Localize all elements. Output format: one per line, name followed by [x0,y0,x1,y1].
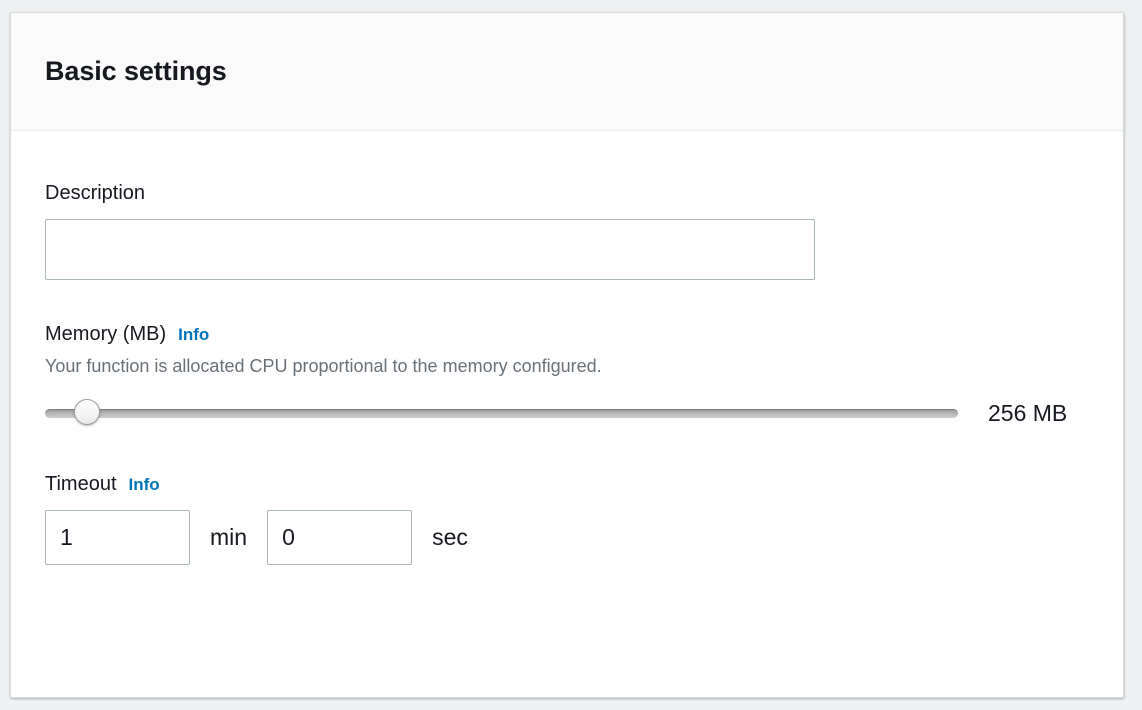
memory-help-text: Your function is allocated CPU proportio… [45,356,602,376]
timeout-label: Timeout Info [45,472,1089,497]
panel-body: Description Memory (MB) Info Your functi… [11,131,1123,566]
timeout-minutes-unit: min [210,524,248,551]
page-title: Basic settings [45,56,227,87]
timeout-info-link[interactable]: Info [128,475,160,495]
description-input[interactable] [45,219,815,280]
memory-slider-row: 256 MB [45,398,1089,428]
timeout-label-text: Timeout [45,473,117,496]
description-label-text: Description [45,182,146,204]
timeout-field-group: Timeout Info min sec [45,472,1089,566]
slider-track[interactable] [45,409,958,419]
memory-label: Memory (MB) Info [45,322,1089,347]
timeout-inputs-row: min sec [45,510,1089,566]
memory-value-label: 256 MB [988,399,1068,426]
memory-label-text: Memory (MB) [45,323,167,345]
timeout-seconds-input[interactable] [267,510,413,566]
timeout-seconds-unit: sec [432,524,468,551]
description-field-group: Description [45,181,1089,280]
memory-slider[interactable] [45,398,958,428]
slider-thumb[interactable] [73,399,100,426]
memory-field-group: Memory (MB) Info Your function is alloca… [45,322,1089,428]
description-label: Description [45,181,1089,206]
panel-header: Basic settings [11,13,1123,131]
basic-settings-panel: Basic settings Description Memory (MB) I… [10,12,1124,698]
memory-info-link[interactable]: Info [178,325,210,344]
timeout-minutes-input[interactable] [45,510,190,566]
